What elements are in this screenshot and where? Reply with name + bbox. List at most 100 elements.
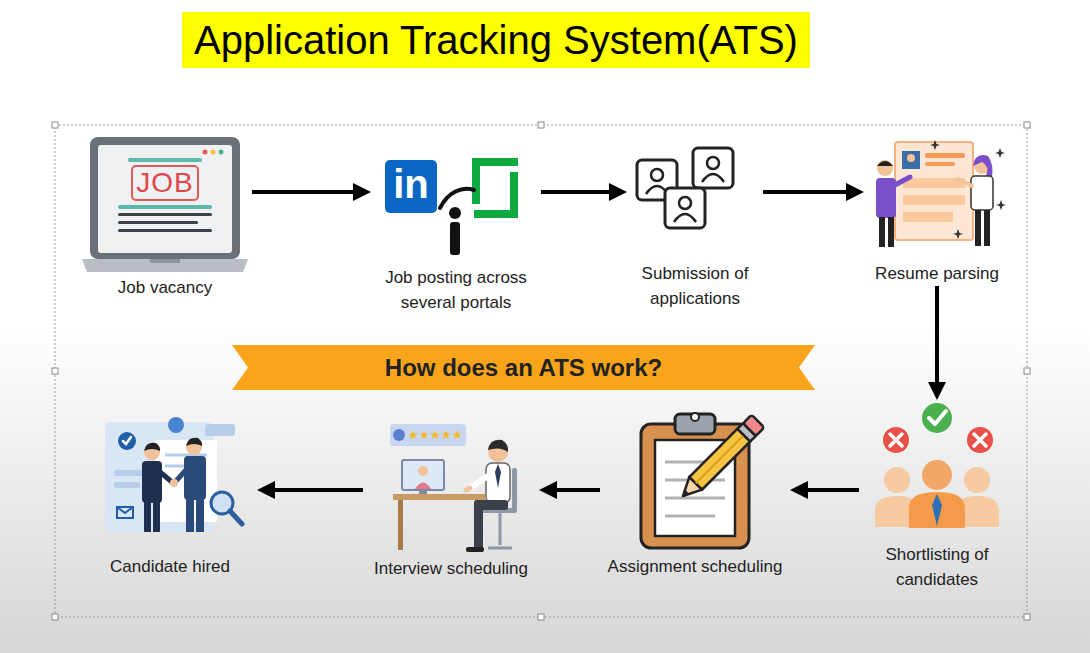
interview-illustration	[512, 468, 517, 510]
interview-illustration	[393, 429, 405, 441]
hired-illustration	[205, 424, 235, 436]
portal-logos	[450, 222, 460, 255]
hired-illustration	[184, 456, 206, 500]
resume-parsing-illustration	[996, 200, 1006, 210]
portal-logos	[440, 189, 474, 208]
screen-word: JOB	[132, 166, 198, 200]
interview-illustration	[452, 430, 462, 439]
interview-illustration	[466, 488, 470, 490]
laptop-icon	[211, 150, 216, 155]
hired-illustration	[123, 437, 131, 444]
clipboard-illustration	[743, 415, 764, 436]
interview-illustration	[495, 464, 501, 488]
icon-slot	[78, 135, 252, 275]
interview-illustration	[419, 490, 427, 494]
shortlist-illustration	[974, 434, 986, 446]
interview-illustration	[408, 430, 418, 439]
hired-illustration	[153, 502, 160, 532]
interview-illustration	[499, 513, 502, 545]
icon-slot	[627, 143, 763, 261]
laptop-icon	[128, 158, 202, 162]
flow-arrow	[541, 190, 609, 194]
flow-arrow	[808, 488, 859, 492]
hired-illustration	[118, 432, 136, 450]
interview-illustration	[466, 547, 484, 552]
hired-illustration	[176, 470, 186, 481]
resume-parsing-illustration	[953, 229, 963, 239]
interview-illustration	[390, 424, 517, 552]
shortlist-illustration	[964, 467, 990, 493]
interview-illustration	[402, 460, 444, 490]
step-caption: Submission of applications	[627, 261, 763, 311]
resume-parsing-illustration	[879, 217, 885, 247]
resume-parsing-illustration	[903, 195, 965, 205]
step-caption: Job posting across several portals	[371, 265, 541, 315]
laptop-icon	[118, 229, 212, 232]
clipboard-illustration	[691, 413, 699, 421]
process-step: Interview scheduling	[363, 418, 539, 581]
applicant-cards	[702, 174, 724, 182]
banner-text: How does an ATS work?	[232, 345, 815, 390]
resume-parsing-illustration	[876, 140, 1006, 247]
laptop-icon	[82, 137, 248, 272]
shortlist-illustration	[967, 427, 993, 453]
resume-parsing-illustration	[907, 154, 915, 162]
resume-parsing-illustration	[995, 148, 1005, 158]
hired-illustration	[144, 502, 151, 532]
laptop-icon	[219, 150, 224, 155]
selection-frame	[1024, 614, 1030, 620]
shortlist-illustration	[875, 403, 999, 528]
icon-slot	[363, 418, 539, 556]
resume-parsing-illustration	[902, 151, 920, 169]
laptop-icon	[98, 145, 232, 253]
laptop-icon	[203, 150, 208, 155]
icon-slot	[864, 135, 1010, 261]
hired-illustration	[230, 511, 242, 524]
step-caption: Job vacancy	[78, 275, 252, 300]
step-caption: Shortlisting of candidates	[859, 542, 1015, 592]
resume-parsing-illustration	[975, 210, 981, 246]
hired-illustration	[170, 479, 178, 487]
step-caption: Resume parsing	[864, 261, 1010, 286]
portal-logos	[476, 162, 514, 200]
selection-frame	[1024, 368, 1030, 374]
interview-illustration	[419, 430, 429, 439]
selection-frame	[52, 122, 58, 128]
flow-arrow	[935, 286, 939, 382]
applicant-cards	[707, 157, 719, 169]
applicant-cards	[693, 148, 733, 188]
shortlist-illustration	[932, 494, 942, 526]
interview-illustration	[390, 424, 466, 446]
clipboard-illustration	[665, 497, 725, 500]
flow-arrow	[252, 190, 353, 194]
resume-parsing-illustration	[930, 140, 940, 150]
resume-parsing-illustration	[893, 177, 910, 186]
hired-illustration	[105, 422, 213, 532]
step-caption: Candidate hired	[83, 554, 257, 579]
interview-illustration	[393, 494, 485, 500]
clipboard-illustration	[681, 490, 689, 498]
interview-illustration	[486, 463, 510, 503]
process-step: Candidate hired	[83, 408, 257, 579]
process-step: Submission of applications	[627, 143, 763, 311]
shortlist-illustration	[929, 411, 946, 424]
resume-parsing-illustration	[973, 155, 993, 178]
interview-illustration	[398, 500, 403, 550]
shortlist-illustration	[922, 460, 952, 490]
resume-parsing-illustration	[925, 162, 955, 166]
selection-frame	[52, 368, 58, 374]
clipboard-illustration	[641, 413, 764, 548]
selection-frame	[538, 122, 544, 128]
icon-slot	[859, 400, 1015, 542]
icon-slot	[600, 412, 790, 554]
interview-illustration	[488, 440, 508, 452]
interview-illustration	[418, 466, 428, 476]
clipboard-illustration	[689, 429, 750, 490]
shortlist-illustration	[884, 467, 910, 493]
portal-logos	[449, 207, 461, 219]
flow-arrow	[557, 488, 600, 492]
resume-parsing-illustration	[903, 212, 953, 222]
